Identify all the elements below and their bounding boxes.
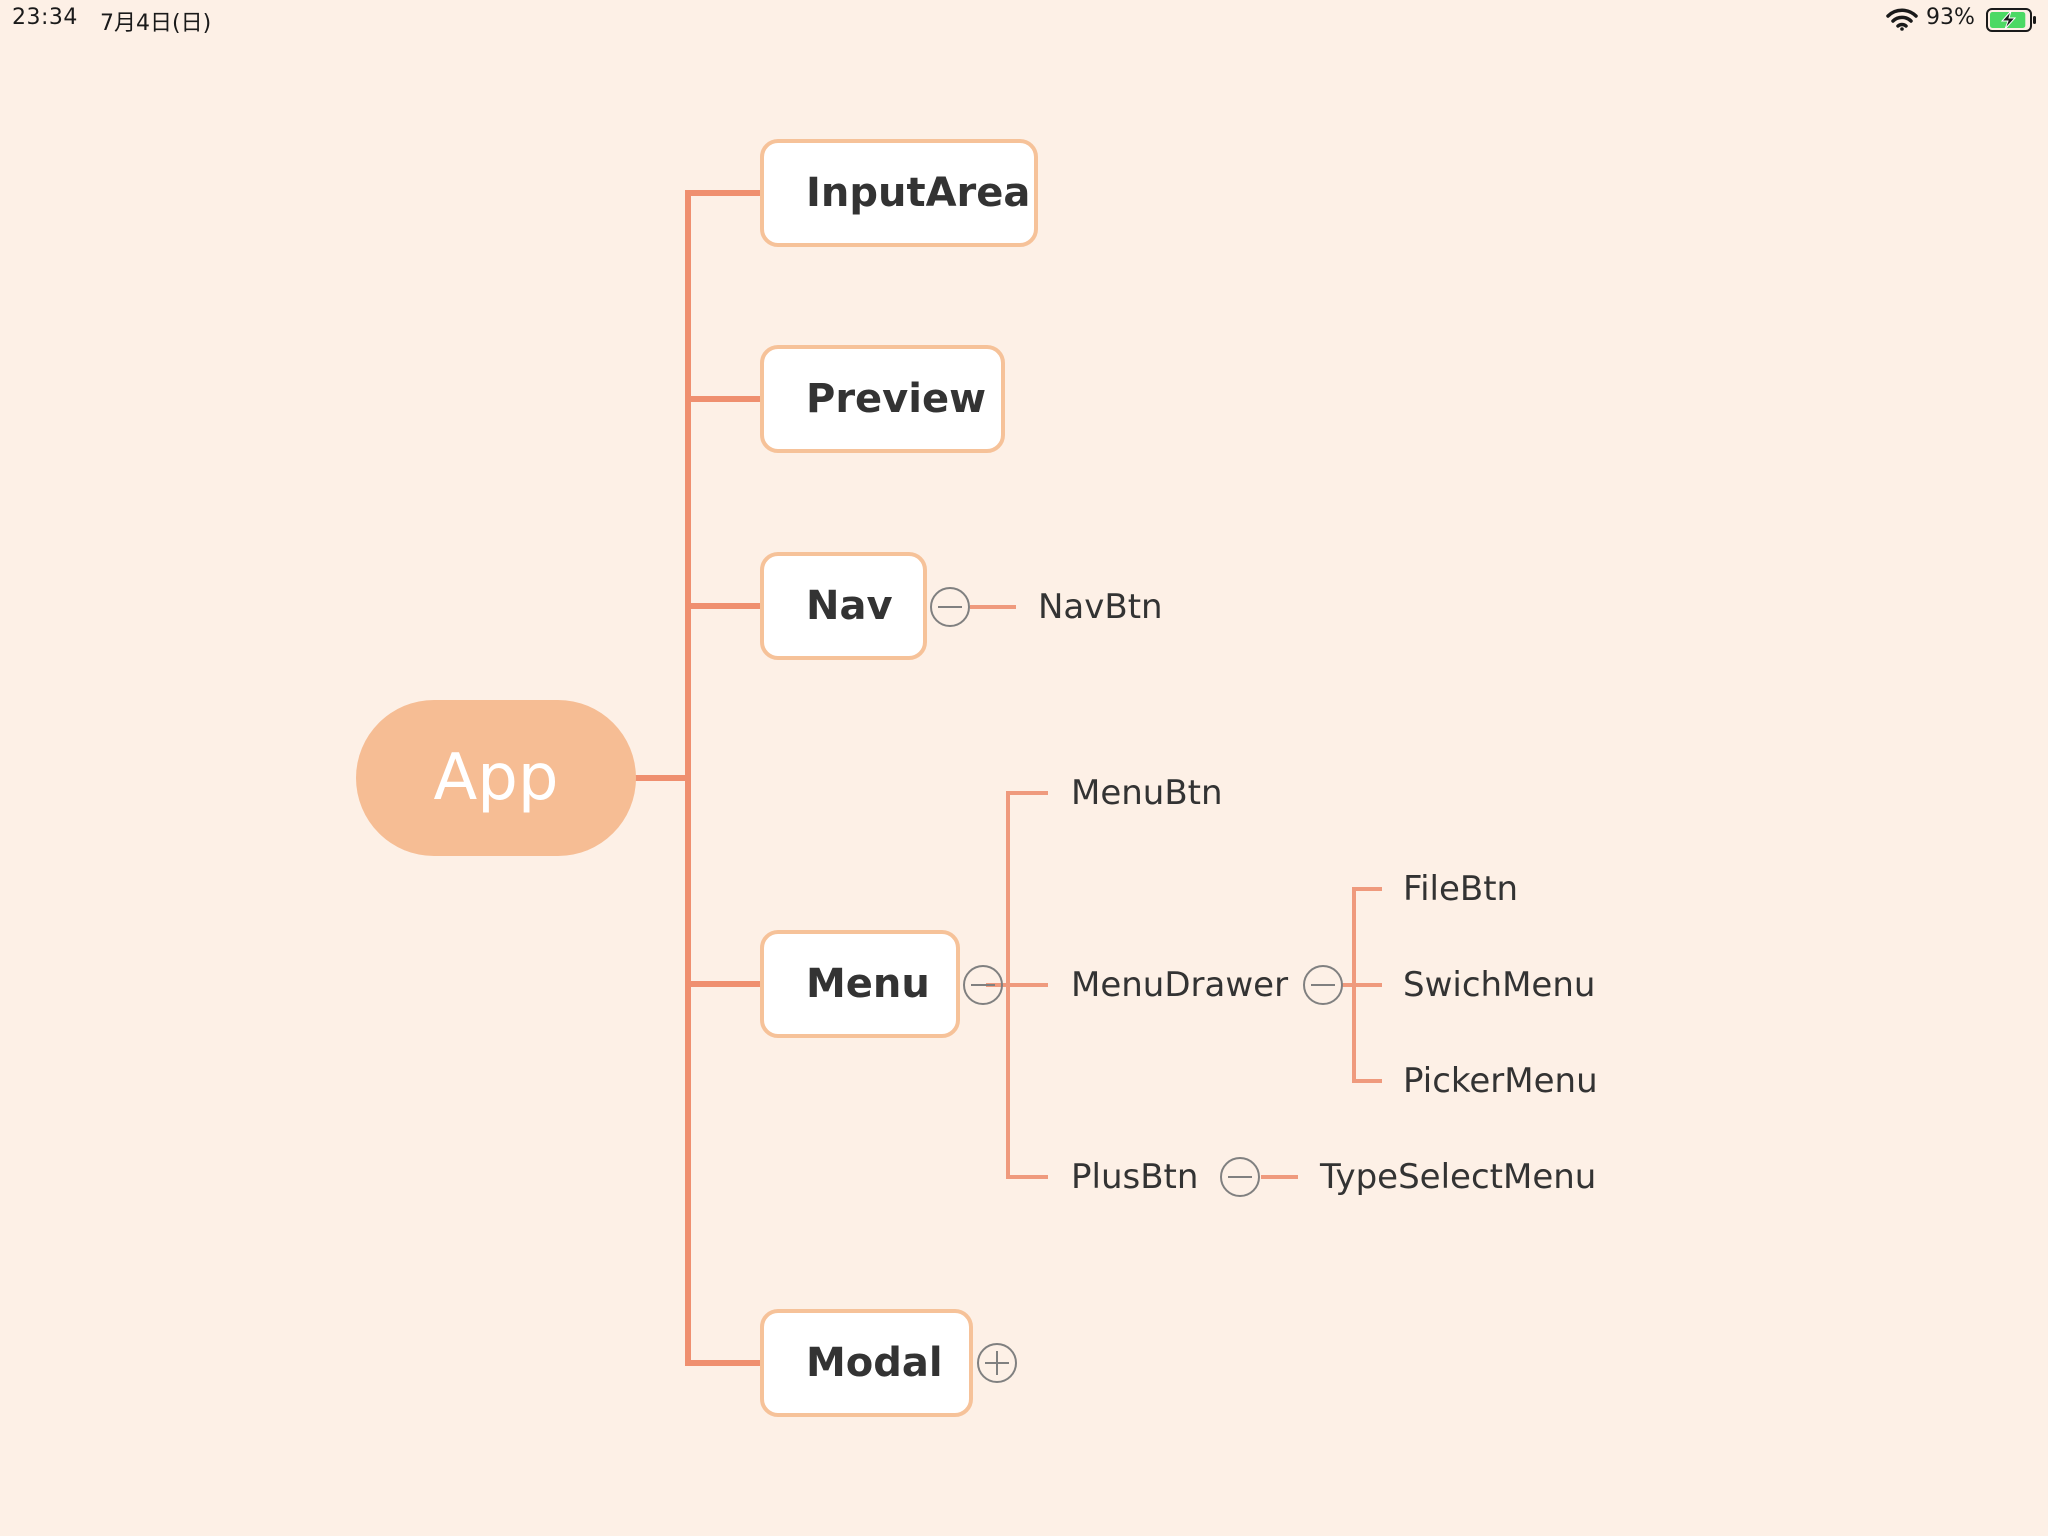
collapse-plusbtn-icon[interactable] <box>1220 1157 1260 1197</box>
node-preview[interactable]: Preview <box>760 345 1005 453</box>
node-label: Menu <box>806 961 930 1007</box>
main-branches <box>634 190 762 1366</box>
root-label: App <box>433 741 559 815</box>
node-modal[interactable]: Modal <box>760 1309 973 1417</box>
node-label: InputArea <box>806 170 1031 216</box>
topic-navbtn[interactable]: NavBtn <box>1038 587 1163 627</box>
node-label: Nav <box>806 583 893 629</box>
topic-menubtn[interactable]: MenuBtn <box>1071 773 1223 813</box>
node-label: Modal <box>806 1340 943 1386</box>
topic-swichmenu[interactable]: SwichMenu <box>1403 965 1596 1005</box>
collapse-menu-icon[interactable] <box>963 965 1003 1005</box>
node-inputarea[interactable]: InputArea <box>760 139 1038 247</box>
topic-pickermenu[interactable]: PickerMenu <box>1403 1061 1598 1101</box>
topic-typeselectmenu[interactable]: TypeSelectMenu <box>1320 1157 1597 1197</box>
collapse-menudrawer-icon[interactable] <box>1303 965 1343 1005</box>
node-nav[interactable]: Nav <box>760 552 927 660</box>
status-time: 23:34 <box>12 5 78 30</box>
wifi-icon <box>1886 8 1918 31</box>
status-date: 7月4日(日) <box>100 11 212 36</box>
node-label: Preview <box>806 376 987 422</box>
topic-plusbtn[interactable]: PlusBtn <box>1071 1157 1199 1197</box>
topic-filebtn[interactable]: FileBtn <box>1403 869 1519 909</box>
expand-modal-icon[interactable] <box>977 1343 1017 1383</box>
battery-percent: 93% <box>1926 5 1975 30</box>
leaf-branches <box>970 605 1382 1179</box>
root-node-app[interactable]: App <box>356 700 636 856</box>
status-bar: 23:34 7月4日(日) 93% <box>0 0 2048 40</box>
node-menu[interactable]: Menu <box>760 930 960 1038</box>
topic-menudrawer[interactable]: MenuDrawer <box>1071 965 1289 1005</box>
battery-charging-icon <box>1986 8 2036 32</box>
collapse-nav-icon[interactable] <box>930 587 970 627</box>
